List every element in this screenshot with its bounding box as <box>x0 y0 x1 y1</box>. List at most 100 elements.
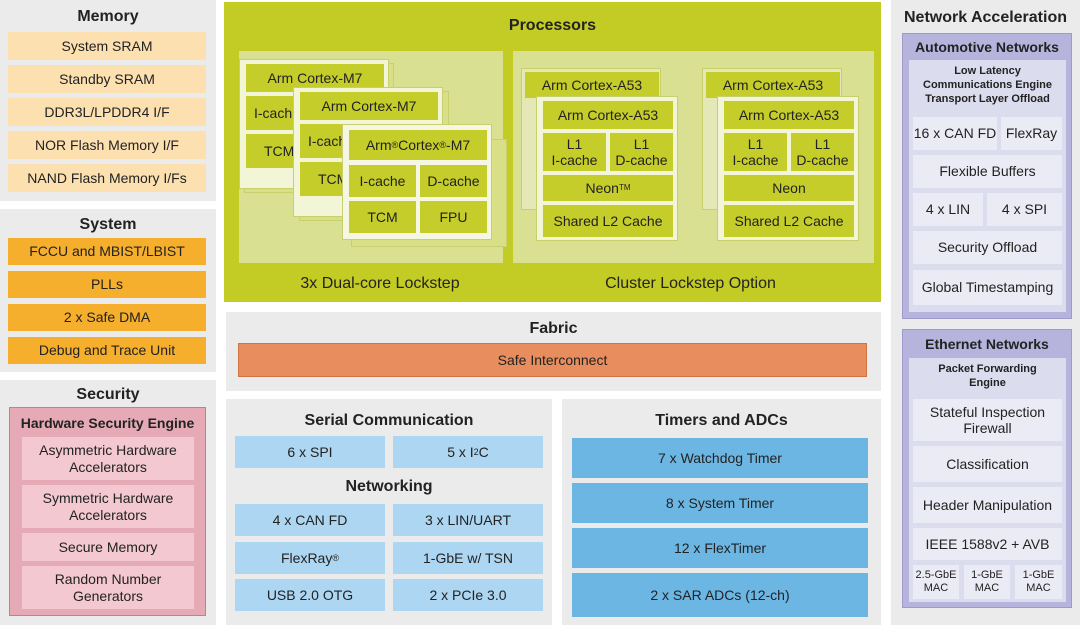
a53-right-l1-dcache: L1 D-cache <box>791 133 854 171</box>
ethernet-title: Ethernet Networks <box>925 336 1049 352</box>
a53-caption: Cluster Lockstep Option <box>605 275 776 292</box>
memory-nor-if: NOR Flash Memory I/F <box>8 131 206 159</box>
net-lin-uart: 3 x LIN/UART <box>393 504 543 536</box>
a53-right-back-title: Arm Cortex-A53 <box>706 72 840 98</box>
hardware-security-engine: Hardware Security Engine Asymmetric Hard… <box>9 407 206 616</box>
hse-symmetric: Symmetric Hardware Accelerators <box>22 485 194 528</box>
hse-title: Hardware Security Engine <box>20 415 195 431</box>
system-title: System <box>79 216 137 233</box>
serial-i2c-prefix: 5 x I <box>447 443 474 460</box>
eth-mac-2-5gbe: 2.5-GbE MAC <box>913 565 959 599</box>
m7-front-reg-1: ® <box>391 140 399 150</box>
m7-caption: 3x Dual-core Lockstep <box>300 275 460 292</box>
auto-can-fd: 16 x CAN FD <box>913 117 997 150</box>
a53-right-front: Arm Cortex-A53 L1 I-cache L1 D-cache Neo… <box>717 96 859 241</box>
pfe-block: Packet Forwarding Engine Stateful Inspec… <box>909 358 1066 602</box>
auto-spi: 4 x SPI <box>987 193 1062 226</box>
timer-watchdog: 7 x Watchdog Timer <box>572 438 868 478</box>
m7-front-fpu: FPU <box>420 201 487 233</box>
eth-header-manipulation: Header Manipulation <box>913 487 1062 523</box>
m7-front-title-middle: Cortex <box>398 137 440 153</box>
ethernet-networks: Ethernet Networks Packet Forwarding Engi… <box>902 329 1072 608</box>
net-can-fd: 4 x CAN FD <box>235 504 385 536</box>
system-debug-trace: Debug and Trace Unit <box>8 337 206 364</box>
network-title: Network Acceleration <box>903 9 1067 26</box>
m7-core-2-title: Arm Cortex-M7 <box>300 92 438 120</box>
eth-ieee-1588: IEEE 1588v2 + AVB <box>913 528 1062 560</box>
timers-title: Timers and ADCs <box>655 412 788 429</box>
m7-core-2-icache: I-cache <box>300 124 350 158</box>
timer-system: 8 x System Timer <box>572 483 868 523</box>
m7-core-2-tcm: TCM <box>300 162 350 196</box>
serial-title: Serial Communication <box>304 412 474 429</box>
serial-i2c-suffix: C <box>478 443 489 460</box>
security-panel: Security Hardware Security Engine Asymme… <box>0 380 216 625</box>
net-pcie: 2 x PCIe 3.0 <box>393 579 543 611</box>
net-usb-otg: USB 2.0 OTG <box>235 579 385 611</box>
a53-left-neon-label: Neon <box>585 179 619 196</box>
a53-right-l2: Shared L2 Cache <box>724 205 854 237</box>
auto-security-offload: Security Offload <box>913 231 1062 264</box>
a53-left-back-title: Arm Cortex-A53 <box>525 72 659 98</box>
timer-flextimer: 12 x FlexTimer <box>572 528 868 568</box>
serial-i2c-sup: 2 <box>473 446 479 457</box>
m7-front-tcm: TCM <box>349 201 416 233</box>
memory-system-sram: System SRAM <box>8 32 206 60</box>
automotive-title: Automotive Networks <box>915 39 1059 55</box>
a53-right-neon: Neon <box>724 175 854 201</box>
memory-ddr-if: DDR3L/LPDDR4 I/F <box>8 98 206 126</box>
system-plls: PLLs <box>8 271 206 298</box>
security-title: Security <box>76 386 140 403</box>
timer-sar-adc: 2 x SAR ADCs (12-ch) <box>572 573 868 617</box>
memory-panel: Memory System SRAM Standby SRAM DDR3L/LP… <box>0 0 216 201</box>
memory-nand-if: NAND Flash Memory I/Fs <box>8 164 206 192</box>
a53-left-title: Arm Cortex-A53 <box>543 101 673 129</box>
llce-block: Low Latency Communications Engine Transp… <box>909 60 1066 312</box>
llce-title: Low Latency Communications Engine Transp… <box>923 65 1052 105</box>
safe-interconnect: Safe Interconnect <box>238 343 867 377</box>
m7-core-1-tcm: TCM <box>246 134 296 168</box>
network-panel: Network Acceleration Automotive Networks… <box>891 0 1080 625</box>
fabric-panel: Fabric Safe Interconnect <box>226 312 881 391</box>
m7-core-front: Arm® Cortex®-M7 I-cache D-cache TCM FPU <box>342 124 492 240</box>
m7-front-icache: I-cache <box>349 165 416 197</box>
system-safe-dma: 2 x Safe DMA <box>8 304 206 331</box>
net-flexray-reg: ® <box>332 552 339 563</box>
system-panel: System FCCU and MBIST/LBIST PLLs 2 x Saf… <box>0 209 216 372</box>
processors-title: Processors <box>508 17 597 34</box>
a53-left-l1-dcache: L1 D-cache <box>610 133 673 171</box>
net-gbe-tsn: 1-GbE w/ TSN <box>393 542 543 574</box>
hse-secure-memory: Secure Memory <box>22 533 194 561</box>
m7-front-title-prefix: Arm <box>365 137 392 153</box>
automotive-networks: Automotive Networks Low Latency Communic… <box>902 33 1072 319</box>
auto-global-timestamping: Global Timestamping <box>913 270 1062 305</box>
m7-front-title: Arm® Cortex®-M7 <box>349 130 487 160</box>
auto-flexible-buffers: Flexible Buffers <box>913 155 1062 188</box>
a53-left-neon-tm: TM <box>618 183 631 193</box>
memory-standby-sram: Standby SRAM <box>8 65 206 93</box>
auto-flexray: FlexRay <box>1001 117 1062 150</box>
eth-mac-1gbe-a: 1-GbE MAC <box>964 565 1010 599</box>
a53-left-l1-icache: L1 I-cache <box>543 133 606 171</box>
timers-panel: Timers and ADCs 7 x Watchdog Timer 8 x S… <box>562 399 881 625</box>
hse-asymmetric: Asymmetric Hardware Accelerators <box>22 437 194 480</box>
a53-left-l2: Shared L2 Cache <box>543 205 673 237</box>
serial-spi: 6 x SPI <box>235 436 385 468</box>
net-flexray-label: FlexRay <box>281 549 333 566</box>
m7-front-reg-2: ® <box>439 140 447 150</box>
memory-title: Memory <box>77 8 139 25</box>
pfe-title: Packet Forwarding Engine <box>938 363 1037 389</box>
a53-left-front: Arm Cortex-A53 L1 I-cache L1 D-cache Neo… <box>536 96 678 241</box>
processors-panel: Processors Arm Cortex-M7 I-cach TCM Arm … <box>224 2 881 302</box>
auto-lin: 4 x LIN <box>913 193 983 226</box>
hse-rng: Random Number Generators <box>22 566 194 609</box>
m7-front-title-suffix: -M7 <box>446 137 471 153</box>
m7-front-dcache: D-cache <box>420 165 487 197</box>
eth-stateful-firewall: Stateful Inspection Firewall <box>913 399 1062 441</box>
m7-subpanel: Arm Cortex-M7 I-cach TCM Arm Cortex-M7 I… <box>239 51 507 263</box>
m7-core-1-icache: I-cach <box>246 96 296 130</box>
a53-subpanel: Arm Cortex-A53 Arm Cortex-A53 L1 I-cache… <box>513 51 874 263</box>
